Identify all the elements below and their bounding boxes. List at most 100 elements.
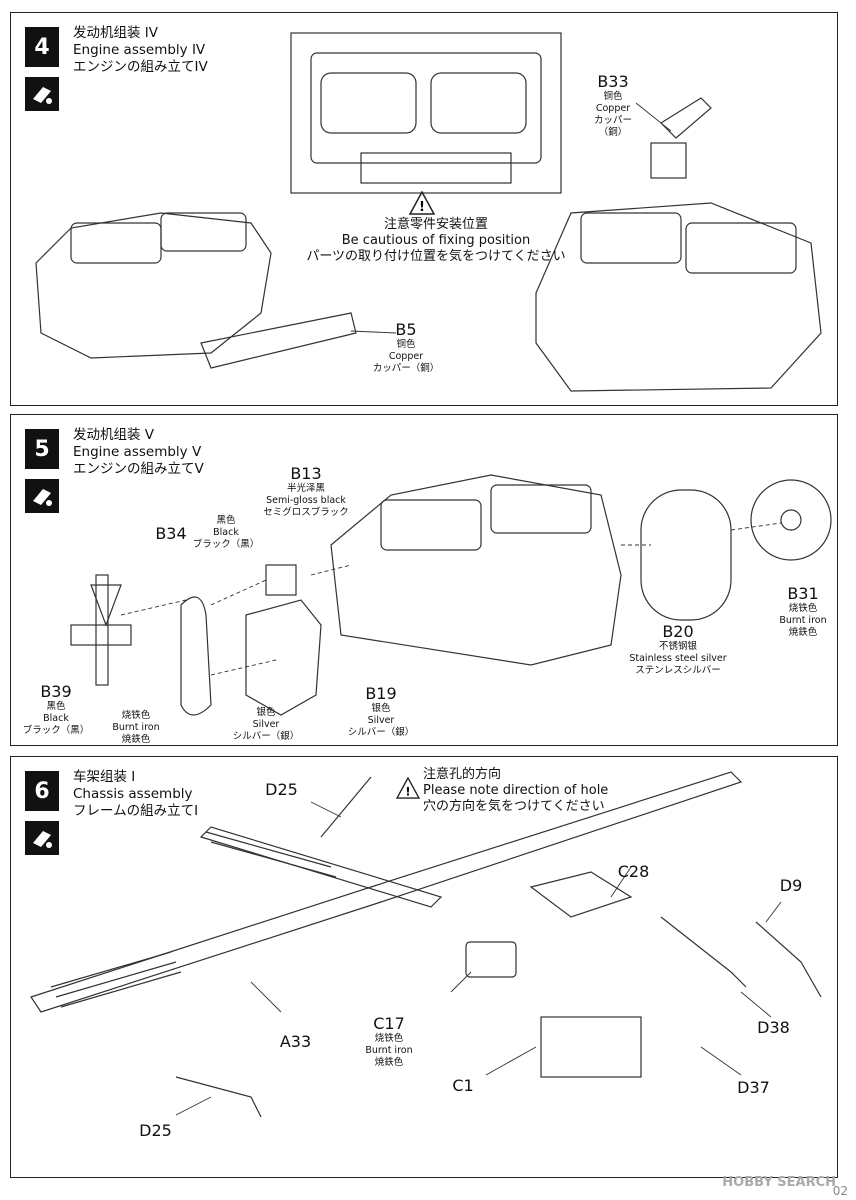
- part-color-jp: カッパー（銅）: [372, 363, 440, 374]
- part-code: D9: [779, 876, 803, 895]
- watermark: HOBBY SEARCH: [722, 1175, 836, 1190]
- caution-icon: !: [408, 190, 436, 219]
- title-en: Chassis assembly: [73, 786, 193, 802]
- part-label-c28: C28: [611, 863, 656, 881]
- part-code: C17: [373, 1014, 405, 1033]
- glue-icon: [25, 821, 59, 855]
- title-jp: エンジンの組み立てIV: [73, 59, 208, 75]
- part-label-d25-lower: D25: [133, 1122, 178, 1140]
- title-cn: 发动机组装 IV: [73, 25, 159, 41]
- part-color-jp: カッパー（銅）: [593, 115, 632, 138]
- part-color-jp: ステンレスシルバー: [635, 665, 721, 676]
- page-number: 02: [832, 1184, 848, 1198]
- caution-icon: !: [395, 776, 421, 803]
- title-en: Engine assembly V: [73, 444, 202, 460]
- part-code: B33: [597, 72, 629, 91]
- part-label-d9: D9: [771, 877, 811, 895]
- part-color-jp: シルバー（銀）: [347, 727, 415, 738]
- part-code: A33: [279, 1032, 312, 1051]
- part-label-c1: C1: [443, 1077, 483, 1095]
- part-color-jp: セミグロスブラック: [263, 507, 349, 518]
- title-en: Engine assembly IV: [73, 42, 206, 58]
- part-color-en: Black: [43, 713, 69, 724]
- part-label-d37: D37: [731, 1079, 776, 1097]
- part-label-d25-upper: D25: [259, 781, 304, 799]
- part-label-b13: B13 半光泽黑 Semi-gloss black セミグロスブラック: [251, 465, 361, 519]
- part-color-cn: 铜色: [396, 339, 416, 350]
- part-color-cn: 黑色: [216, 515, 236, 526]
- part-color-jp: 焼鉄色: [121, 734, 151, 745]
- step-6-panel: 6 车架组装 I Chassis assembly フレームの組み立てI: [10, 756, 838, 1178]
- caution-en: Be cautious of fixing position: [341, 233, 531, 248]
- chassis-illustration: [30, 771, 822, 1118]
- part-color-cn: 银色: [371, 703, 391, 714]
- title-jp: エンジンの組み立てV: [73, 461, 204, 477]
- part-color-cn: 烧铁色: [788, 603, 818, 614]
- part-color-en: Copper: [388, 351, 424, 362]
- part-code: B31: [787, 584, 819, 603]
- step-5-panel: 5 发动机组装 V Engine assembly V エンジンの組み立てV: [10, 414, 838, 746]
- glue-icon: [25, 479, 59, 513]
- part-code: C1: [452, 1076, 474, 1095]
- silver-label: 银色 Silver シルバー（銀）: [231, 707, 301, 743]
- part-color-en: Silver: [367, 715, 395, 726]
- caution-jp: 穴の方向を気をつけてください: [423, 799, 605, 814]
- part-color-cn: 黑色: [46, 701, 66, 712]
- caution-cn: 注意零件安装位置: [383, 217, 488, 232]
- part-code: B34: [155, 524, 187, 543]
- belt-burnt-iron-label: 烧铁色 Burnt iron 焼鉄色: [106, 710, 166, 745]
- part-color-en: Burnt iron: [365, 1045, 413, 1056]
- part-label-b33: B33 铜色 Copper カッパー（銅）: [583, 73, 643, 139]
- part-color-en: Burnt iron: [112, 722, 160, 733]
- title-cn: 车架组装 I: [73, 769, 136, 785]
- step-title: 车架组装 I Chassis assembly フレームの組み立てI: [73, 769, 198, 820]
- part-color-en: Burnt iron: [779, 615, 827, 626]
- caution-en: Please note direction of hole: [423, 783, 609, 798]
- caution-note: 注意零件安装位置 Be cautious of fixing position …: [291, 217, 581, 265]
- part-label-b34: B34: [151, 525, 191, 543]
- part-color-en: Stainless steel silver: [629, 653, 727, 664]
- part-color-cn: 铜色: [603, 91, 623, 102]
- part-label-b31: B31 烧铁色 Burnt iron 焼鉄色: [773, 585, 833, 639]
- part-color-en: Silver: [252, 719, 280, 730]
- part-color-jp: ブラック（黒）: [192, 539, 260, 550]
- part-color-cn: 不锈钢银: [658, 641, 697, 652]
- title-jp: フレームの組み立てI: [73, 803, 199, 819]
- part-label-b5: B5 铜色 Copper カッパー（銅）: [371, 321, 441, 375]
- svg-text:!: !: [405, 784, 410, 798]
- step-number: 5: [25, 429, 59, 469]
- caution-note: 注意孔的方向 Please note direction of hole 穴の方…: [423, 767, 623, 815]
- part-code: C28: [617, 862, 650, 881]
- svg-text:!: !: [419, 200, 425, 215]
- part-color-cn: 烧铁色: [374, 1033, 404, 1044]
- part-label-b19: B19 银色 Silver シルバー（銀）: [341, 685, 421, 739]
- part-code: D38: [757, 1018, 790, 1037]
- part-label-c17: C17 烧铁色 Burnt iron 焼鉄色: [359, 1015, 419, 1069]
- step-title: 发动机组装 IV Engine assembly IV エンジンの組み立てIV: [73, 25, 208, 76]
- part-code: B19: [365, 684, 397, 703]
- part-code: B5: [395, 320, 417, 339]
- part-label-d38: D38: [751, 1019, 796, 1037]
- caution-jp: パーツの取り付け位置を気をつけてください: [306, 249, 566, 264]
- step-number: 4: [25, 27, 59, 67]
- part-color-jp: 焼鉄色: [374, 1057, 404, 1068]
- part-code: D25: [265, 780, 298, 799]
- part-color-jp: シルバー（銀）: [232, 731, 300, 742]
- part-color-b34: 黑色 Black ブラック（黒）: [191, 515, 261, 551]
- part-label-a33: A33: [273, 1033, 318, 1051]
- part-code: B13: [290, 464, 322, 483]
- part-color-jp: 焼鉄色: [788, 627, 818, 638]
- caution-cn: 注意孔的方向: [423, 767, 502, 782]
- part-color-jp: ブラック（黒）: [22, 725, 90, 736]
- step-4-panel: 4 发动机组装 IV Engine assembly IV エンジンの組み立てI…: [10, 12, 838, 406]
- step-title: 发动机组装 V Engine assembly V エンジンの組み立てV: [73, 427, 204, 478]
- part-color-en: Black: [213, 527, 239, 538]
- part-code: D25: [139, 1121, 172, 1140]
- engine-iv-illustration: [35, 32, 822, 392]
- glue-icon: [25, 77, 59, 111]
- part-code: B39: [40, 682, 72, 701]
- part-color-en: Semi-gloss black: [266, 495, 346, 506]
- engine-v-illustration: [70, 474, 832, 716]
- step-number: 6: [25, 771, 59, 811]
- title-cn: 发动机组装 V: [73, 427, 155, 443]
